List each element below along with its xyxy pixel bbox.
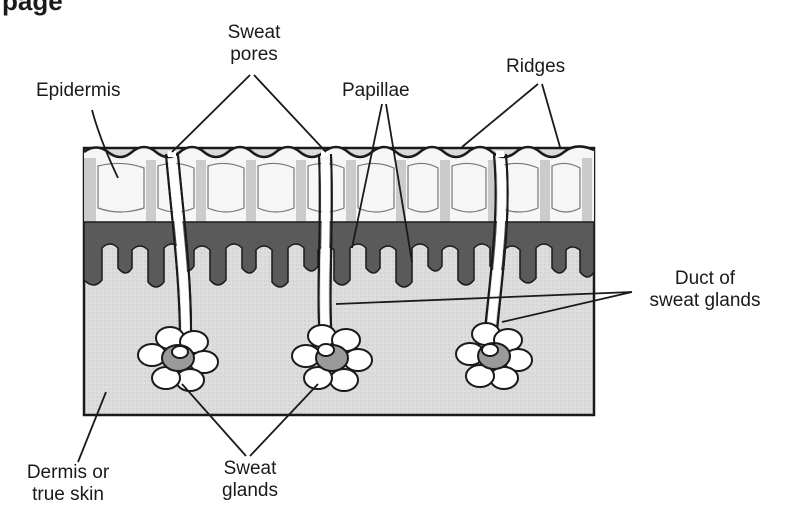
sweat-pores-label-line2: pores xyxy=(224,44,284,66)
sweat-pores-label-line1: Sweat xyxy=(224,22,284,44)
duct-of-sweat-glands-label: Duct of sweat glands xyxy=(630,268,780,312)
sweat-pores-label: Sweat pores xyxy=(224,22,284,66)
sweat-glands-label: Sweat glands xyxy=(212,458,288,502)
duct-label-line2: sweat glands xyxy=(630,290,780,312)
dermis-label-line2: true skin xyxy=(18,484,118,506)
epidermis-layer xyxy=(84,146,594,222)
ridges-label: Ridges xyxy=(506,56,565,78)
papillae-label: Papillae xyxy=(342,80,410,102)
dermis-label: Dermis or true skin xyxy=(18,462,118,506)
glands-label-line2: glands xyxy=(212,480,288,502)
dermis-label-line1: Dermis or xyxy=(18,462,118,484)
duct-label-line1: Duct of xyxy=(630,268,780,290)
glands-label-line1: Sweat xyxy=(212,458,288,480)
epidermis-label: Epidermis xyxy=(36,80,120,102)
